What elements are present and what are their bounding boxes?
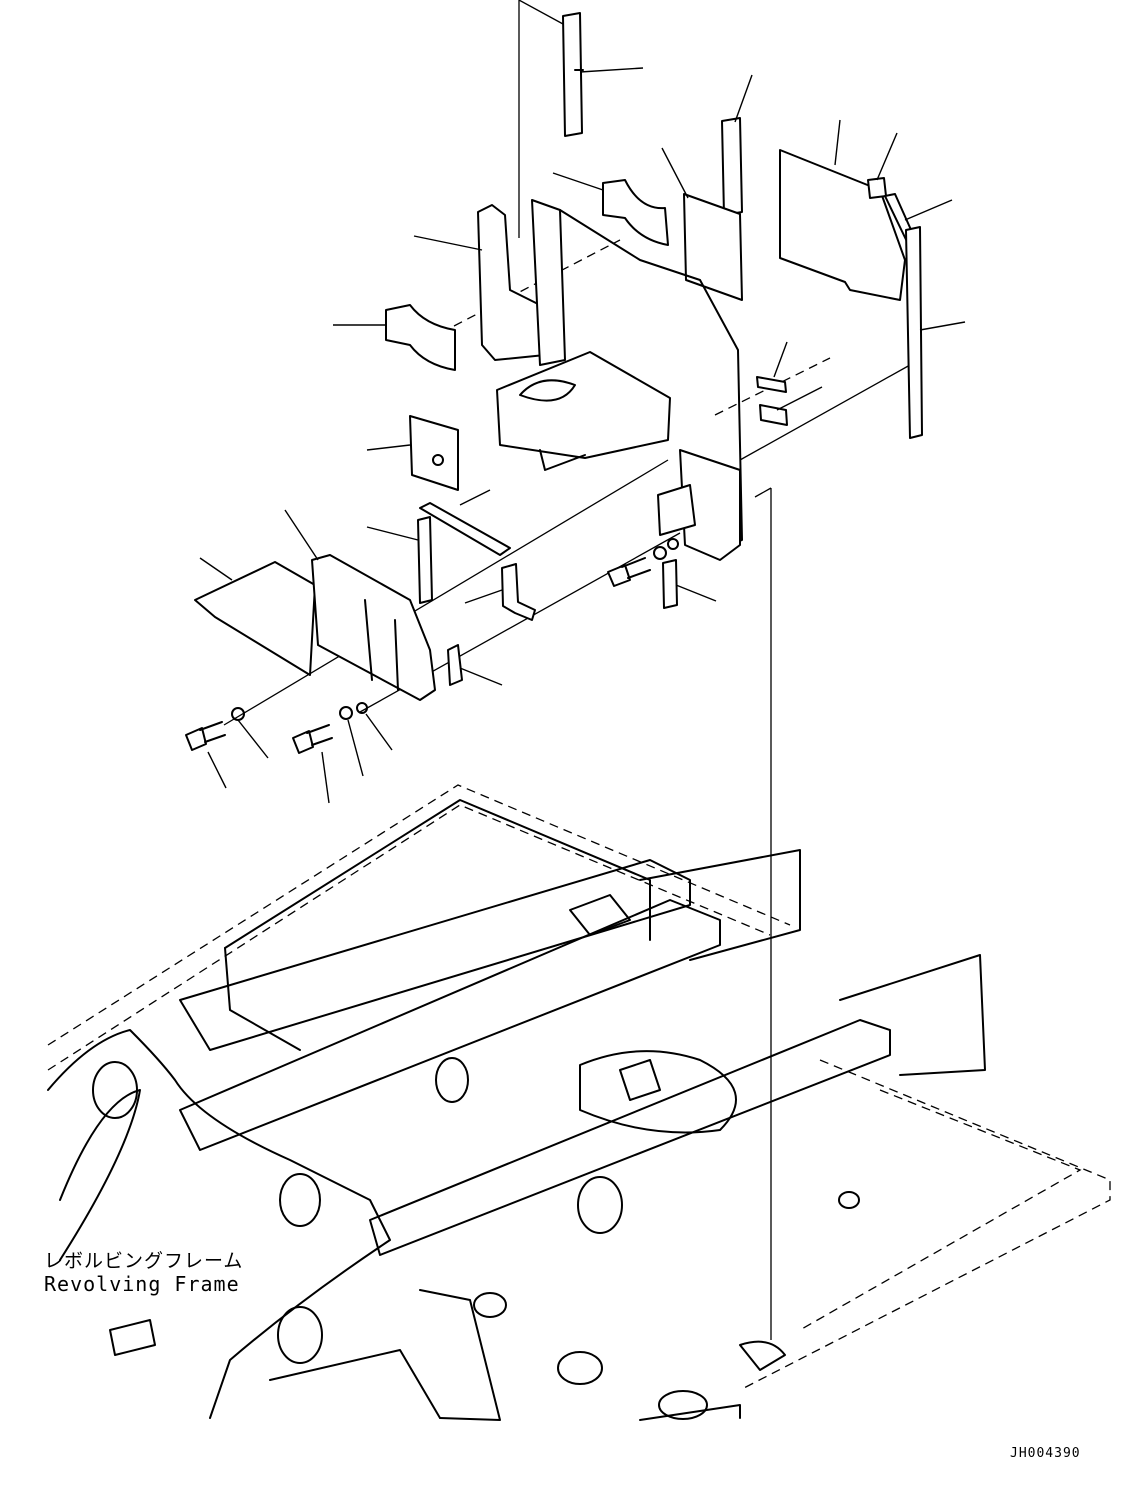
pad-with-hole	[409, 415, 459, 491]
drawing-number: JH004390	[1010, 1446, 1081, 1461]
washer-4	[653, 546, 667, 560]
revolving-frame	[47, 784, 1111, 1421]
pad-large-right	[779, 149, 906, 301]
strip-horizontal	[419, 502, 511, 556]
frame-label-japanese: レボルビングフレーム	[44, 1250, 244, 1272]
pad-small-1	[756, 376, 787, 393]
washer-2	[339, 706, 353, 720]
bolt-1	[185, 727, 207, 751]
pad-small-2	[759, 404, 788, 426]
upper-pads	[562, 12, 923, 439]
left-pads	[194, 304, 678, 701]
pad-small-block	[867, 177, 887, 199]
bracket-assembly	[477, 199, 743, 561]
pad-square	[683, 193, 743, 301]
pad-bottom-right	[662, 559, 678, 609]
pad-top-left	[562, 12, 583, 137]
l-bracket	[501, 563, 536, 621]
main-plate	[311, 554, 436, 701]
leader-lines	[199, 67, 966, 804]
bolt-3	[607, 564, 631, 587]
strip-vertical	[417, 516, 433, 604]
fasteners	[185, 538, 679, 754]
rear-plate	[679, 449, 741, 561]
pad-narrow	[721, 117, 743, 216]
frame-label-english: Revolving Frame	[44, 1272, 240, 1296]
washer-5	[667, 538, 679, 550]
small-cover	[657, 484, 696, 536]
bolt-2	[292, 730, 314, 754]
duct-box	[496, 351, 671, 459]
pad-curved	[602, 179, 669, 246]
strip-long-vertical	[905, 226, 923, 439]
pad-curved-left	[385, 304, 456, 371]
washer-3	[356, 702, 368, 714]
small-block	[447, 644, 463, 686]
flat-sheet	[194, 561, 316, 676]
